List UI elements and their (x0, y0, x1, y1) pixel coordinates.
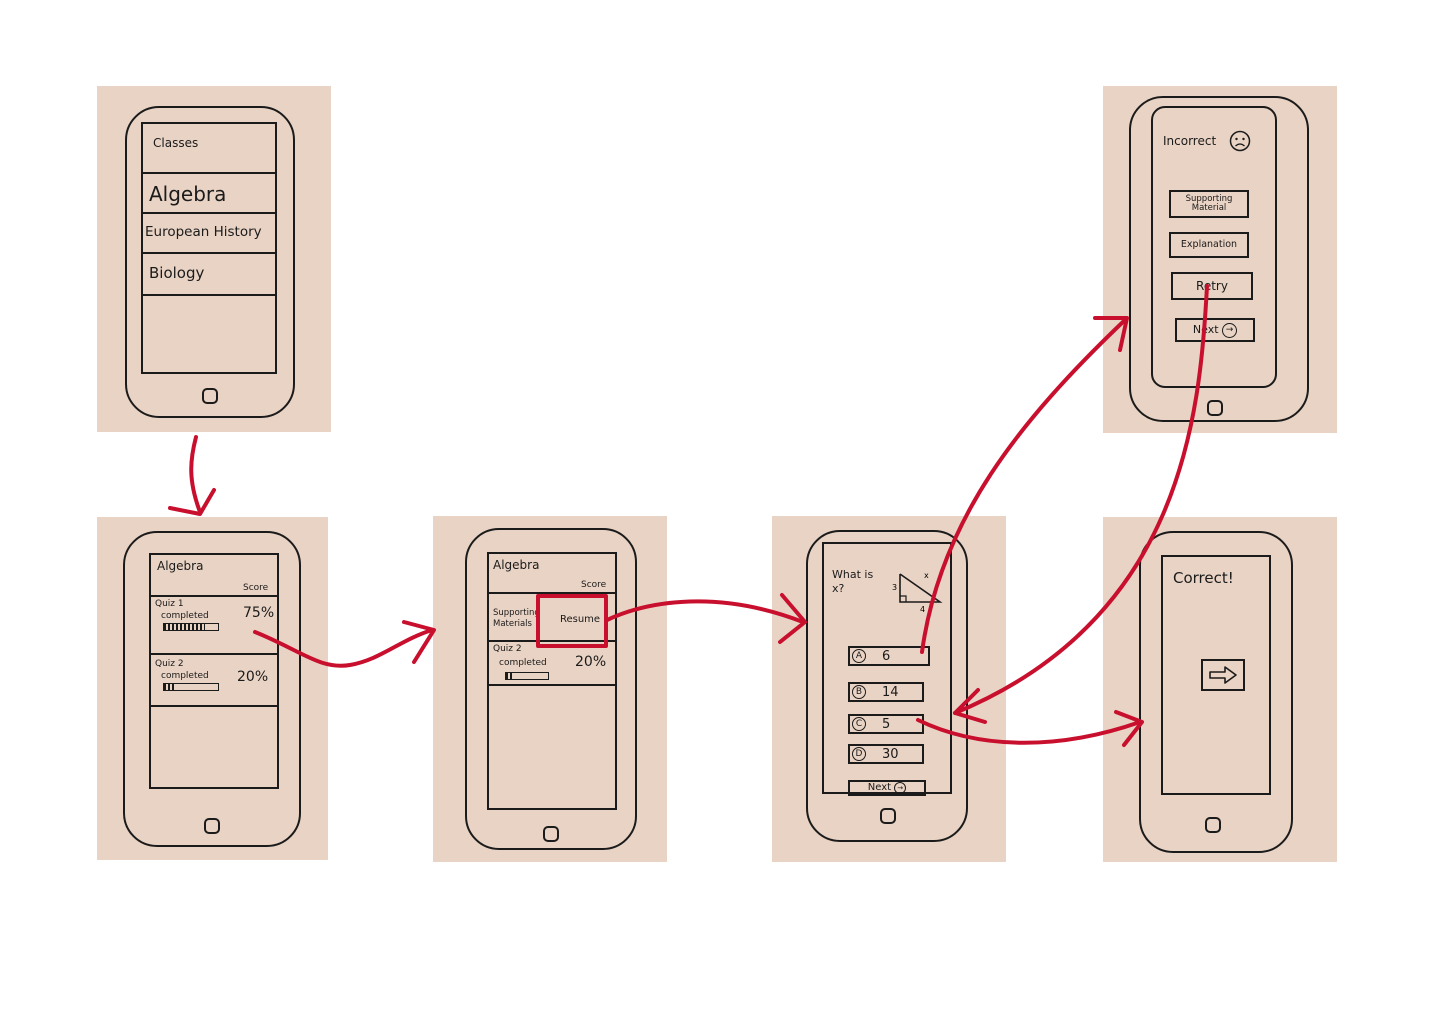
answer-option-a[interactable]: A 6 (848, 646, 930, 666)
arrow-question-to-correct (916, 718, 1142, 745)
arrow-circle-icon: → (1222, 322, 1238, 338)
sketch-algebra-resume: Algebra Score Supporting Materials Resum… (433, 516, 667, 862)
resume-highlight (536, 594, 608, 648)
supporting-materials-link[interactable]: Supporting Materials (493, 608, 540, 630)
phone-screen: Correct! (1161, 555, 1271, 795)
answer-option-b[interactable]: B 14 (848, 682, 924, 702)
quiz2-status: completed (499, 658, 547, 668)
correct-title: Correct! (1173, 569, 1234, 587)
arrow-circle-icon: → (894, 782, 907, 794)
sad-face-icon (1229, 130, 1251, 152)
phone-screen: Algebra Score Supporting Materials Resum… (487, 552, 617, 810)
resume-button[interactable]: Resume (559, 613, 601, 625)
option-a-icon: A (852, 649, 866, 663)
class-item-european-history[interactable]: European History (145, 224, 262, 240)
phone-outline: Classes Algebra European History Biology (125, 106, 295, 418)
quiz2-status: completed (161, 671, 209, 681)
phone-screen: What is x? 3 4 x A 6 B 14 C 5 D (822, 542, 952, 796)
home-button-icon (202, 388, 218, 404)
quiz1-status: completed (161, 611, 209, 621)
option-b-icon: B (852, 685, 866, 699)
class-item-algebra[interactable]: Algebra (149, 182, 227, 206)
quiz1-name: Quiz 1 (155, 599, 184, 609)
option-c-icon: C (852, 717, 866, 731)
retry-button[interactable]: Retry (1171, 272, 1253, 300)
right-arrow-icon (1209, 666, 1237, 684)
sketch-classes: Classes Algebra European History Biology (97, 86, 331, 432)
home-button-icon (880, 808, 896, 824)
home-button-icon (1205, 817, 1221, 833)
quiz2-progress-bar (505, 672, 549, 680)
phone-screen: Algebra Score Quiz 1 completed 75% Quiz … (149, 553, 279, 789)
figure-label-side-b: 4 (920, 605, 925, 614)
score-header: Score (243, 583, 269, 593)
home-button-icon (543, 826, 559, 842)
answer-option-d[interactable]: D 30 (848, 744, 924, 764)
quiz2-score: 20% (237, 669, 269, 685)
triangle-figure: 3 4 x (892, 571, 943, 614)
supporting-material-button[interactable]: Supporting Material (1169, 190, 1249, 218)
sketch-correct: Correct! (1103, 517, 1337, 862)
option-d-icon: D (852, 747, 866, 761)
continue-button[interactable] (1201, 659, 1245, 691)
quiz1-score: 75% (243, 605, 275, 621)
phone-outline: What is x? 3 4 x A 6 B 14 C 5 D (806, 530, 968, 842)
quiz1-progress-bar (163, 623, 219, 631)
question-prompt: What is x? (832, 568, 874, 596)
algebra-title: Algebra (157, 559, 204, 573)
quiz2-score: 20% (575, 654, 607, 670)
home-button-icon (204, 818, 220, 834)
phone-outline: Algebra Score Supporting Materials Resum… (465, 528, 637, 850)
quiz2-name: Quiz 2 (493, 644, 522, 654)
arrow-classes-to-algebra (189, 435, 202, 514)
class-item-biology[interactable]: Biology (149, 264, 205, 282)
arrow-resume-to-question (605, 599, 805, 624)
arrow-question-to-incorrect (920, 318, 1127, 654)
incorrect-title: Incorrect (1163, 134, 1217, 148)
phone-screen: Classes Algebra European History Biology (141, 122, 277, 374)
arrow-algebra-to-resume (253, 628, 434, 668)
figure-label-hypotenuse: x (924, 571, 929, 580)
phone-outline: Correct! (1139, 531, 1293, 853)
explanation-button[interactable]: Explanation (1169, 232, 1249, 258)
score-header: Score (581, 580, 607, 590)
next-button[interactable]: Next → (848, 780, 926, 796)
algebra-title: Algebra (493, 558, 540, 572)
arrow-retry-to-question (953, 284, 1209, 715)
figure-label-side-a: 3 (892, 583, 897, 592)
quiz2-name: Quiz 2 (155, 659, 184, 669)
sketch-algebra-scores: Algebra Score Quiz 1 completed 75% Quiz … (97, 517, 328, 860)
sketch-question: What is x? 3 4 x A 6 B 14 C 5 D (772, 516, 1006, 862)
classes-title: Classes (153, 136, 199, 150)
home-button-icon (1207, 400, 1223, 416)
phone-outline: Algebra Score Quiz 1 completed 75% Quiz … (123, 531, 301, 847)
quiz2-progress-bar (163, 683, 219, 691)
